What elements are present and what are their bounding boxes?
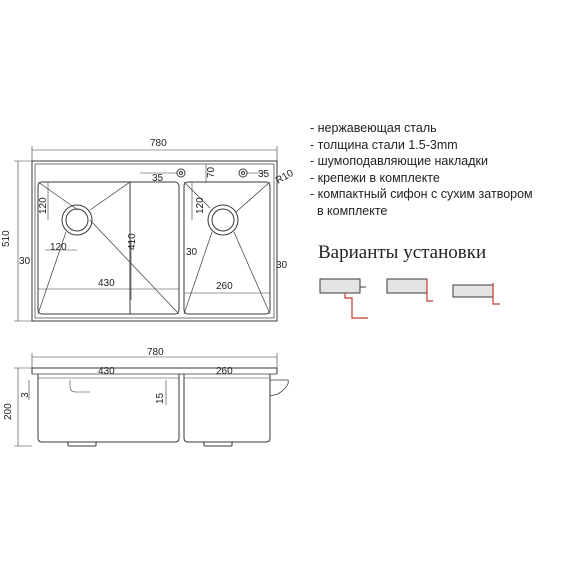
spec-item: - нержавеющая сталь <box>310 121 437 135</box>
dim-mid-gap: 30 <box>186 247 198 258</box>
left-drain-inner <box>65 208 89 232</box>
spec-list: - нержавеющая сталь - толщина стали 1.5-… <box>310 120 533 219</box>
side-view-right-bowl <box>183 374 271 443</box>
spec-item: - толщина стали 1.5-3mm <box>310 137 458 152</box>
tap-hole-2 <box>238 168 248 178</box>
dim-side-height: 200 <box>3 403 14 420</box>
dim-left-drain-h: 120 <box>50 242 67 253</box>
right-drain-inner <box>211 208 235 232</box>
dim-left-drain-v: 120 <box>38 197 49 214</box>
dim-left-bowl-width: 430 <box>98 278 115 289</box>
installation-variant-2 <box>386 278 433 302</box>
dim-side-thickness: 3 <box>20 392 31 398</box>
dim-hole-2: 35 <box>258 169 270 180</box>
dim-right-bowl-width: 260 <box>216 281 233 292</box>
left-drain-outer <box>61 204 93 236</box>
dim-right-margin: 30 <box>276 260 288 271</box>
spec-item: - компактный сифон с сухим затвором <box>310 187 533 201</box>
dim-height: 510 <box>1 230 12 247</box>
dim-total-width: 780 <box>150 138 167 149</box>
right-drain-outer <box>207 204 239 236</box>
dim-hole-1: 35 <box>152 173 164 184</box>
dim-side-right-bowl: 260 <box>216 366 233 377</box>
spec-item: - шумоподавляющие накладки <box>310 154 488 168</box>
dim-side-total-width: 780 <box>147 347 164 358</box>
tap-hole-1 <box>176 168 186 178</box>
dim-side-left-bowl: 430 <box>98 366 115 377</box>
dim-side-rim: 15 <box>155 392 166 404</box>
side-view-left-bowl <box>37 374 180 443</box>
variants-title: Варианты установки <box>318 242 487 263</box>
dim-offset-70: 70 <box>206 166 217 178</box>
dim-right-drain-v: 120 <box>195 197 206 214</box>
top-view-inner-outline <box>34 163 275 319</box>
installation-variant-3 <box>452 283 500 305</box>
dim-left-margin: 30 <box>19 256 31 267</box>
spec-item: - крепежи в комплекте <box>310 170 440 185</box>
dim-bowl-depth: 410 <box>127 233 138 250</box>
right-bowl <box>183 181 271 315</box>
spec-item: в комплекте <box>310 203 388 218</box>
left-bowl <box>37 181 180 315</box>
top-view-outline <box>31 160 278 322</box>
installation-variant-1 <box>319 278 368 319</box>
